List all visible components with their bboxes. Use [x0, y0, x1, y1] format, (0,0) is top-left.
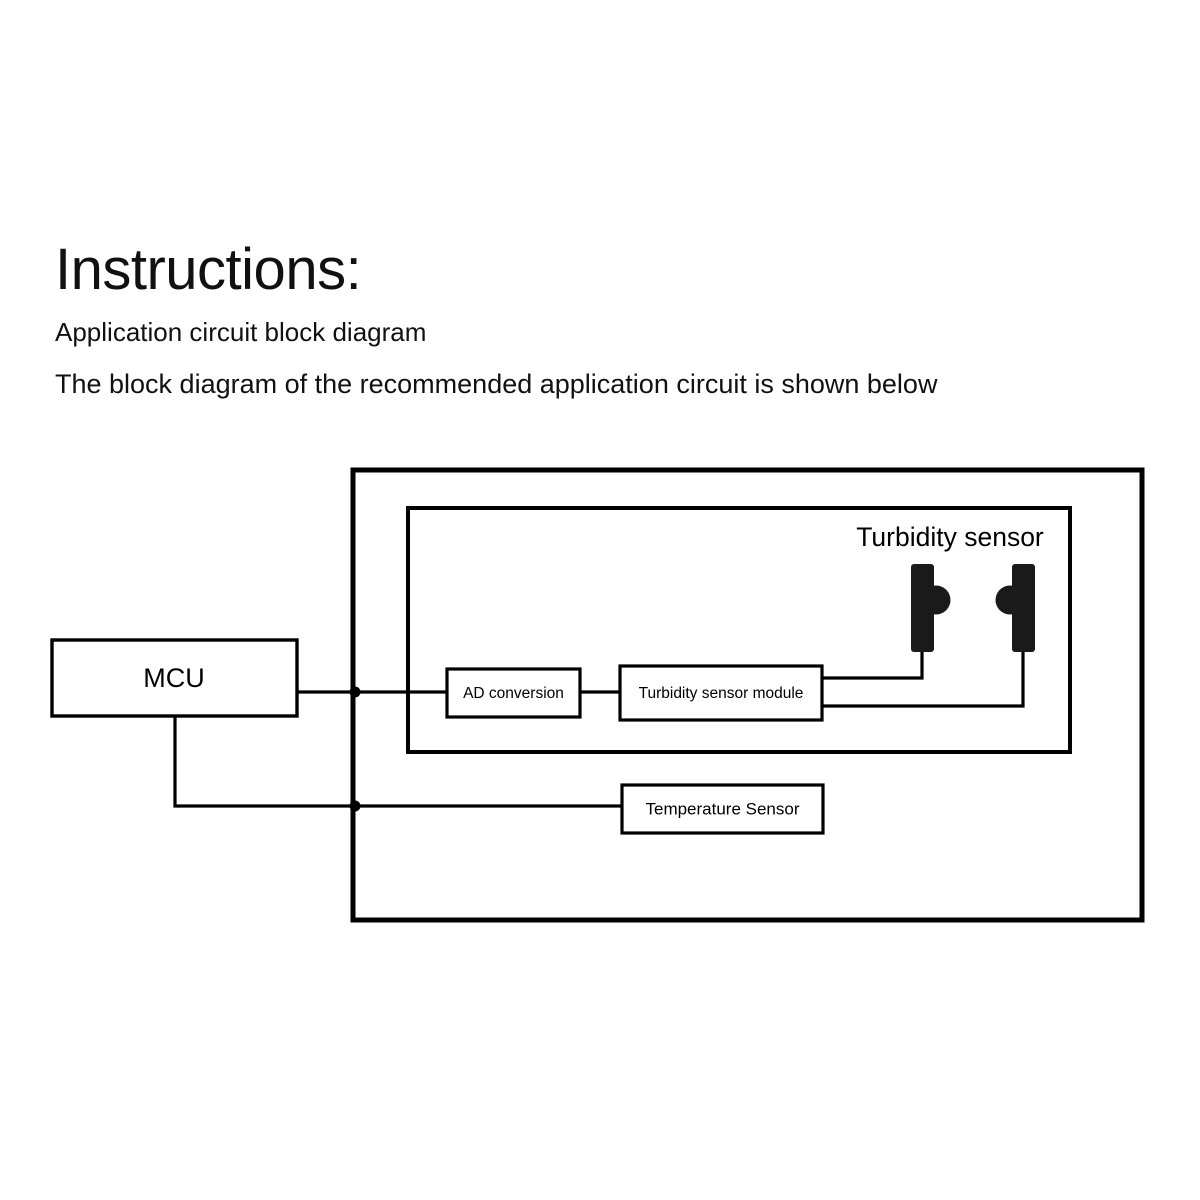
block-turbidity-sensor-module[interactable]: Turbidity sensor module	[618, 664, 824, 722]
block-mcu[interactable]: MCU	[50, 638, 299, 718]
subtitle-application-circuit: Application circuit block diagram	[55, 317, 427, 347]
block-mcu-label: MCU	[143, 663, 205, 693]
turbidity-sensor-receiver	[995, 564, 1035, 652]
block-turbidity-sensor-module-rect	[618, 664, 824, 722]
wire-module-to-emitter	[822, 650, 924, 680]
block-temperature-sensor-label: Temperature Sensor	[645, 799, 799, 818]
junction-dot-upper	[349, 686, 361, 698]
block-temperature-sensor-rect	[620, 783, 825, 835]
turbidity-sensor-emitter	[911, 564, 951, 652]
inner-enclosure-box	[406, 506, 1072, 754]
turbidity-sensor-annotation-label: Turbidity sensor	[856, 522, 1044, 552]
block-ad-conversion-label: AD conversion	[463, 685, 564, 702]
block-temperature-sensor[interactable]: Temperature Sensor	[620, 783, 825, 835]
block-ad-conversion-rect	[445, 667, 582, 719]
block-ad-conversion[interactable]: AD conversion	[445, 667, 582, 719]
wire-module-to-receiver	[822, 650, 1025, 708]
wire-mcu-to-temperature-sensor	[173, 715, 622, 808]
page-title: Instructions:	[55, 237, 362, 302]
block-turbidity-sensor-module-label: Turbidity sensor module	[639, 685, 804, 702]
instructions-heading-block: Instructions: Application circuit block …	[55, 238, 1115, 401]
block-mcu-rect	[50, 638, 299, 718]
junction-dot-lower	[349, 800, 361, 812]
subtitle-block-diagram-description: The block diagram of the recommended app…	[55, 369, 938, 399]
